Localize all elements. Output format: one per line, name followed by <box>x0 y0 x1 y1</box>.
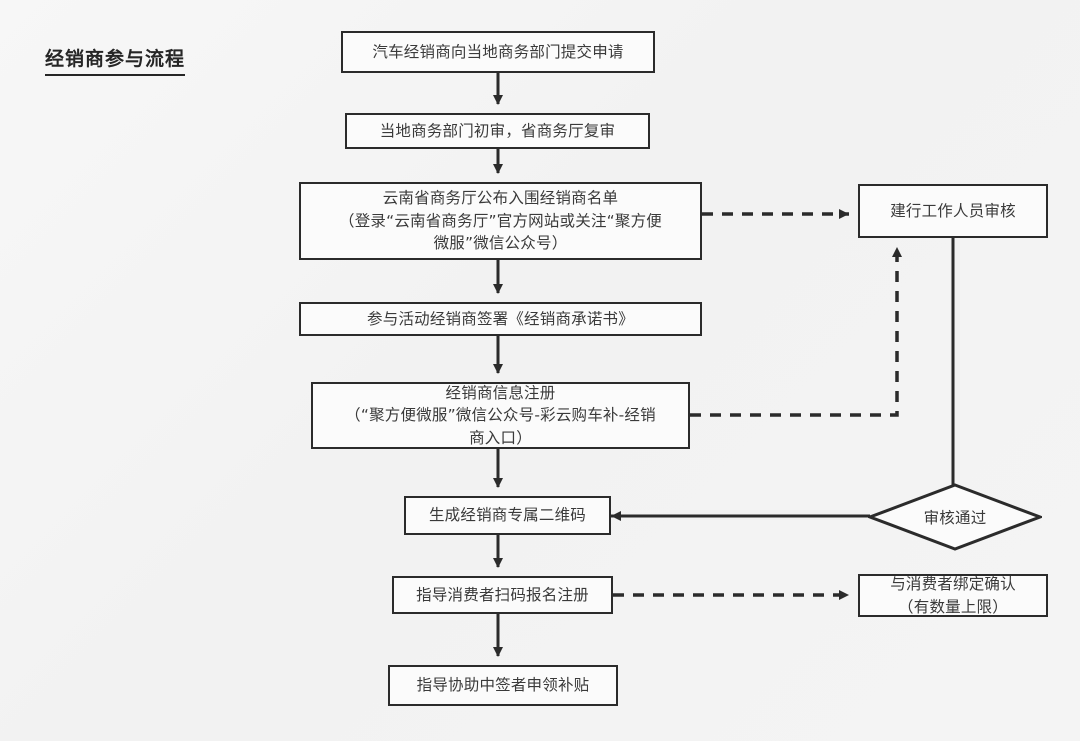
node-dealer-registration[interactable]: 经销商信息注册 （“聚方便微服”微信公众号-彩云购车补-经销 商入口） <box>311 382 690 449</box>
node-sign-commitment[interactable]: 参与活动经销商签署《经销商承诺书》 <box>299 302 702 336</box>
node-generate-qrcode[interactable]: 生成经销商专属二维码 <box>404 496 611 535</box>
node-label: 汽车经销商向当地商务部门提交申请 <box>372 42 624 61</box>
node-publish-dealer-list[interactable]: 云南省商务厅公布入围经销商名单 （登录“云南省商务厅”官方网站或关注“聚方便 微… <box>299 182 702 260</box>
node-label: 云南省商务厅公布入围经销商名单 （登录“云南省商务厅”官方网站或关注“聚方便 微… <box>339 189 662 253</box>
node-label: 指导协助中签者申领补贴 <box>416 676 590 695</box>
node-label: 经销商信息注册 （“聚方便微服”微信公众号-彩云购车补-经销 商入口） <box>345 383 656 447</box>
diamond-shape <box>868 483 1042 551</box>
node-label: 生成经销商专属二维码 <box>428 506 586 525</box>
node-label: 参与活动经销商签署《经销商承诺书》 <box>367 309 634 328</box>
node-guide-consumer-scan[interactable]: 指导消费者扫码报名注册 <box>392 576 613 614</box>
node-bind-consumer-confirm[interactable]: 与消费者绑定确认 （有数量上限） <box>858 574 1048 617</box>
node-review-passed-decision[interactable]: 审核通过 <box>868 483 1042 551</box>
node-label: 审核通过 <box>923 509 987 527</box>
node-submit-application[interactable]: 汽车经销商向当地商务部门提交申请 <box>341 31 655 73</box>
page-title: 经销商参与流程 <box>45 48 186 76</box>
node-label: 当地商务部门初审，省商务厅复审 <box>379 121 616 140</box>
node-local-review[interactable]: 当地商务部门初审，省商务厅复审 <box>345 113 650 149</box>
node-assist-subsidy-claim[interactable]: 指导协助中签者申领补贴 <box>388 665 618 706</box>
node-ccb-staff-review[interactable]: 建行工作人员审核 <box>858 184 1048 238</box>
node-label: 与消费者绑定确认 （有数量上限） <box>890 575 1016 616</box>
edge-n5-r1 <box>690 247 902 417</box>
node-label: 建行工作人员审核 <box>890 201 1016 220</box>
node-label: 指导消费者扫码报名注册 <box>416 585 589 604</box>
